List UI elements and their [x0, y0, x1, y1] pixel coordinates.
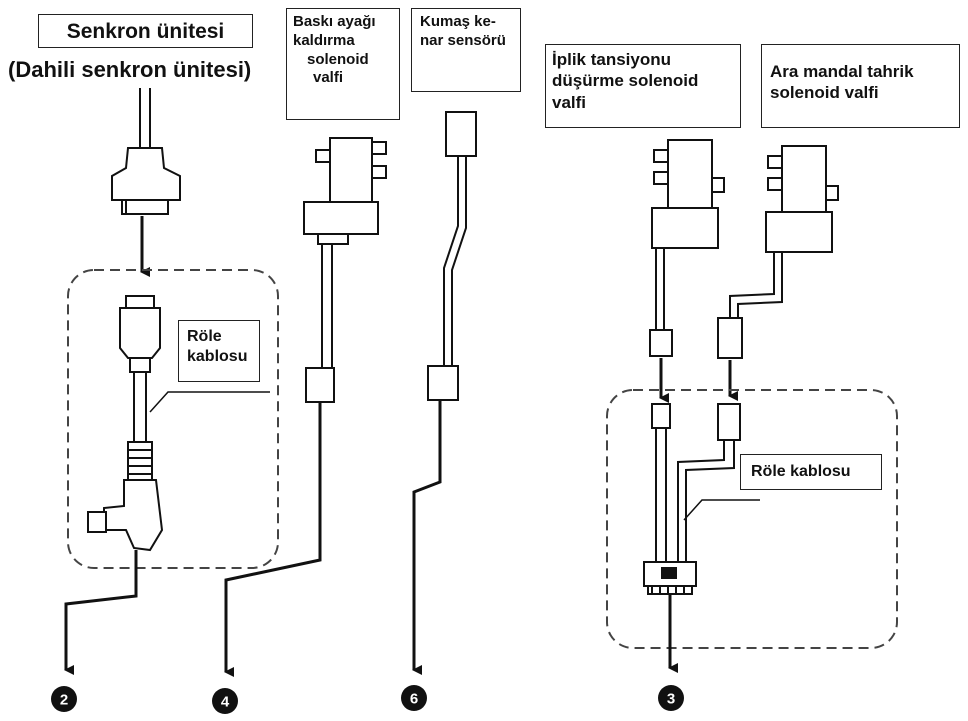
relay-cable-right-dashed-box: [606, 389, 898, 649]
relay-cable-right-assembly: [643, 403, 741, 595]
internal-sync-unit-label: (Dahili senkron ünitesi): [8, 57, 252, 82]
relay-cable-left-dashed-box: [67, 269, 279, 569]
sensor-line-1: Kumaş ke-: [420, 13, 496, 30]
sensor-line-2: nar sensörü: [420, 31, 506, 49]
tension-line-1: İplik tansiyonu: [552, 50, 672, 69]
pointer-relay-left: [149, 391, 270, 413]
presser-line-2: kaldırma: [293, 31, 355, 49]
line-to-badge-6: [412, 400, 442, 675]
thread-tension-solenoid-valve: [649, 139, 725, 357]
relay-cable-left-label: Röle kablosu: [178, 320, 260, 382]
relay-cable-left-assembly: [87, 295, 164, 552]
relay-left-line-1: Röle: [187, 328, 222, 345]
presser-line-4: valfi: [313, 69, 344, 87]
badge-3: 3: [658, 685, 684, 711]
presser-foot-solenoid-label: Baskı ayağı kaldırma solenoid valfi: [286, 8, 400, 120]
sync-unit-connector: [111, 88, 181, 215]
pointer-relay-right: [683, 499, 760, 521]
latch-line-2: solenoid valfi: [770, 83, 879, 103]
thread-tension-solenoid-label: İplik tansiyonu düşürme solenoid valfi: [545, 44, 741, 128]
svg-text:6: 6: [410, 691, 418, 708]
intermediate-latch-solenoid-label: Ara mandal tahrik solenoid valfi: [761, 44, 960, 128]
intermediate-latch-solenoid-valve: [717, 145, 839, 359]
svg-text:4: 4: [221, 694, 230, 711]
fabric-edge-sensor: [427, 111, 477, 401]
tension-line-2: düşürme solenoid: [552, 71, 699, 91]
presser-line-1: Baskı ayağı: [293, 13, 376, 30]
presser-line-3: solenoid: [307, 50, 369, 68]
relay-cable-right-label: Röle kablosu: [740, 454, 882, 490]
line-to-badge-2: [64, 550, 138, 675]
svg-text:2: 2: [60, 692, 68, 709]
tension-line-3: valfi: [552, 92, 587, 112]
relay-left-line-2: kablosu: [187, 348, 248, 365]
svg-text:3: 3: [667, 691, 675, 708]
badge-2: 2: [51, 686, 77, 712]
fabric-edge-sensor-label: Kumaş ke- nar sensörü: [411, 8, 521, 92]
line-to-badge-4: [224, 402, 322, 677]
latch-line-1: Ara mandal tahrik: [770, 62, 914, 81]
badge-4: 4: [212, 688, 238, 714]
presser-foot-solenoid-valve: [303, 137, 387, 403]
sync-unit-label: Senkron ünitesi: [38, 14, 253, 48]
badge-6: 6: [401, 685, 427, 711]
